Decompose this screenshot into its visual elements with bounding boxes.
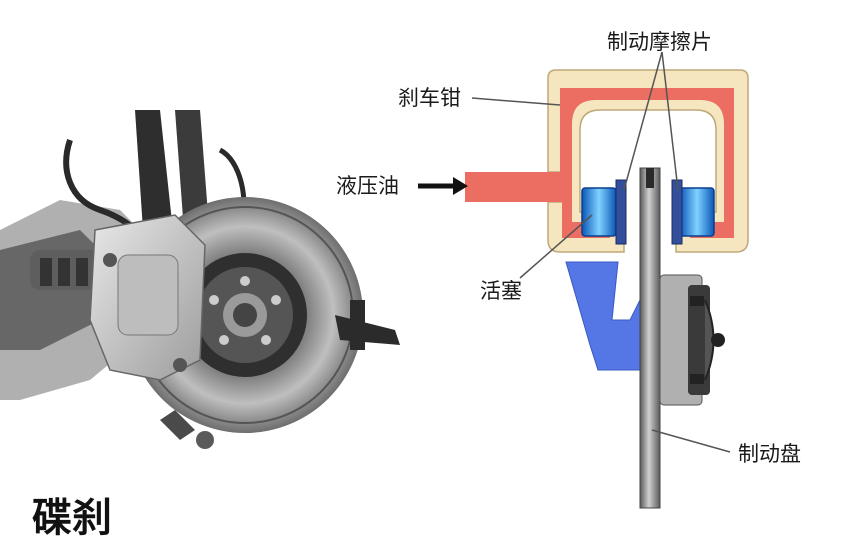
label-caliper: 刹车钳 (398, 86, 461, 110)
piston-right (679, 187, 715, 237)
label-brake-disc: 制动盘 (738, 442, 801, 466)
brake-pad-right (671, 179, 683, 245)
mounting-bracket (565, 261, 651, 371)
label-piston: 活塞 (480, 279, 522, 303)
brake-disc (639, 167, 661, 509)
brake-schematic (418, 51, 749, 509)
brake-assembly-illustration (0, 110, 400, 449)
caliper-fluid-channel (560, 88, 734, 238)
piston-left (581, 187, 617, 237)
label-hydraulic-oil: 液压油 (336, 174, 399, 198)
label-brake-pads: 制动摩擦片 (607, 30, 712, 54)
brake-diagram-canvas (0, 51, 749, 509)
brake-pad-left (615, 179, 627, 245)
caption-disc-brake: 碟刹 (32, 495, 112, 541)
